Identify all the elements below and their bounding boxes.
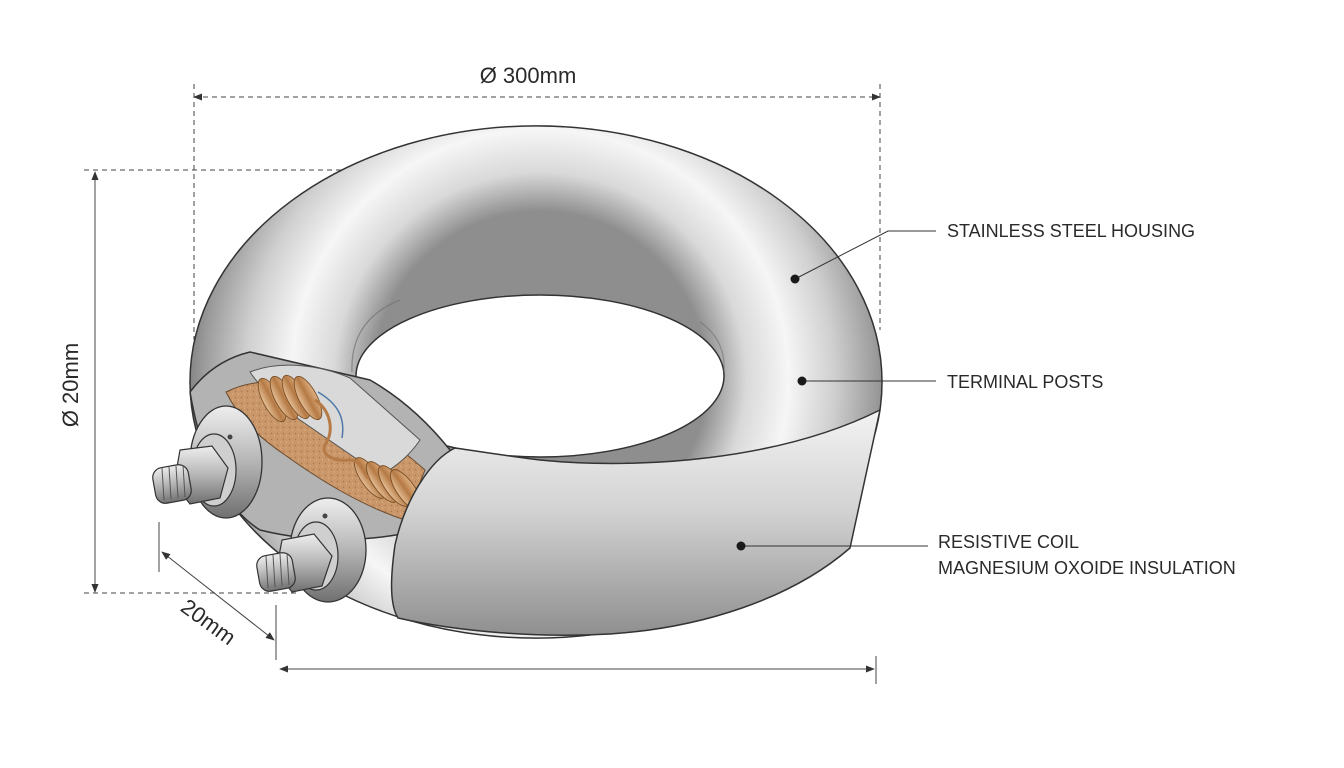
outer-diameter-label: Ø 300mm	[480, 63, 577, 88]
leader-dot	[797, 376, 807, 386]
leader-dot	[790, 274, 800, 284]
coil-lead-wire-blue	[317, 391, 344, 439]
coil-turn	[293, 375, 323, 421]
terminal-stud	[256, 552, 296, 592]
leader-line	[794, 230, 936, 280]
callout-coil: RESISTIVE COIL MAGNESIUM OXOIDE INSULATI…	[736, 532, 1236, 578]
terminal-post-lower	[256, 497, 367, 603]
terminal-rivet	[227, 434, 233, 440]
terminals-label: TERMINAL POSTS	[947, 372, 1103, 392]
width-label: 20mm	[176, 594, 240, 650]
callout-housing: STAINLESS STEEL HOUSING	[790, 221, 1195, 284]
terminal-rivet	[322, 513, 328, 519]
dimension-width	[158, 522, 275, 641]
end-sleeve	[390, 408, 882, 636]
coil-lead-wire	[314, 398, 370, 479]
torus-inner-shading	[351, 299, 401, 373]
insulation-label: MAGNESIUM OXOIDE INSULATION	[938, 558, 1236, 578]
terminal-threads	[161, 464, 186, 501]
dimension-arrow-line	[161, 551, 275, 641]
dimension-bottom-span	[275, 605, 877, 684]
leader-dot	[736, 541, 746, 551]
tube-diameter-label: Ø 20mm	[58, 343, 83, 427]
dimension-outer-diameter	[193, 84, 881, 340]
torus-inner-shading-right	[699, 321, 725, 373]
callout-terminals: TERMINAL POSTS	[797, 372, 1103, 392]
housing-label: STAINLESS STEEL HOUSING	[947, 221, 1195, 241]
terminal-post-upper	[152, 405, 263, 519]
terminal-stud	[152, 464, 192, 504]
coil-label: RESISTIVE COIL	[938, 532, 1079, 552]
